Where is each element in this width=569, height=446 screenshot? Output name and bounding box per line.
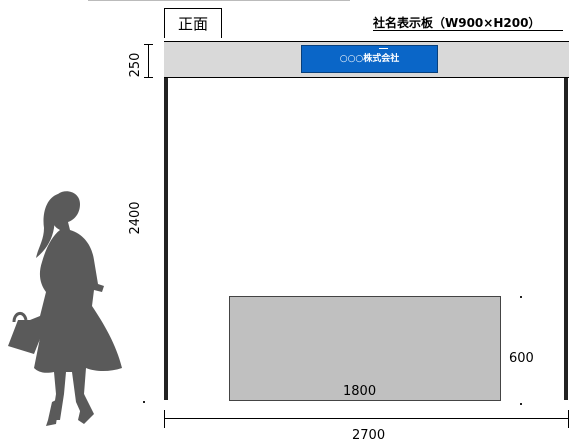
header-dimension-tick-bottom — [144, 77, 153, 78]
reception-counter — [229, 296, 501, 401]
company-sign-board: ○○○株式会社 — [301, 45, 438, 73]
counter-height-label: 600 — [509, 351, 534, 366]
woman-silhouette-icon — [8, 191, 122, 426]
view-label: 正面 — [164, 8, 222, 38]
booth-width-tick-left — [164, 410, 165, 428]
header-height-dimension-line — [148, 44, 149, 77]
floor-marker-bottom-right — [520, 403, 522, 405]
header-dimension-tick-top — [144, 44, 153, 45]
counter-width-label: 1800 — [343, 384, 377, 399]
booth-width-dimension-line — [164, 418, 569, 419]
right-post — [564, 78, 568, 400]
header-height-label: 250 — [128, 52, 143, 78]
left-post — [164, 78, 168, 400]
sign-center-mark — [379, 48, 388, 49]
sign-spec-underline — [373, 30, 563, 31]
wall-height-label: 2400 — [128, 201, 143, 235]
floor-marker-left — [143, 401, 145, 403]
sign-spec-label: 社名表示板（W900×H200） — [373, 16, 541, 30]
top-edge-line — [88, 0, 350, 1]
floor-marker-top-right — [520, 296, 522, 298]
booth-width-label: 2700 — [352, 428, 386, 443]
